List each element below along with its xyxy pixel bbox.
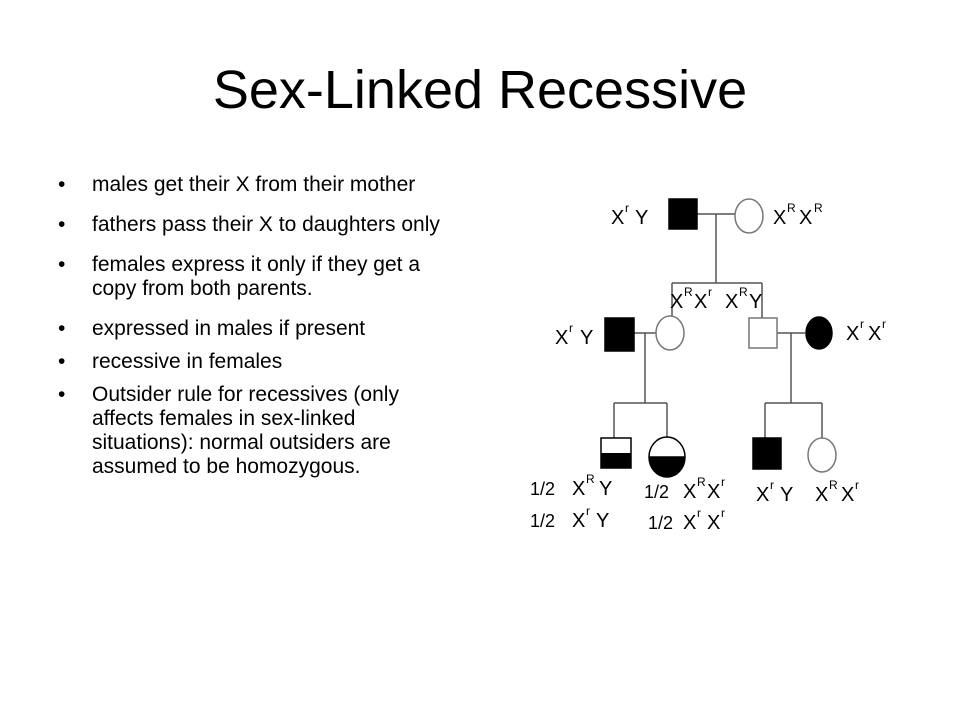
- bullet-text: females express it only if they get a co…: [92, 253, 420, 300]
- genotype-label-g3-daughter-b: 1/2 X r X r: [648, 500, 726, 534]
- bullet-dot: •: [58, 213, 66, 236]
- bullet-dot: •: [58, 317, 66, 340]
- bullet-dot: •: [58, 383, 66, 406]
- bullet-item: • Outsider rule for recessives (only aff…: [58, 383, 458, 479]
- genotype-label-g1-child1: X R X r: [670, 279, 713, 313]
- bullet-text: Outsider rule for recessives (only affec…: [92, 383, 399, 478]
- half-shaded-fill: [601, 453, 631, 468]
- genotype-label-g3-right-daughter: X R X r: [815, 472, 860, 506]
- carrier-female-symbol: [655, 315, 685, 351]
- genotype-label-g2-left-husband: X r Y: [555, 315, 593, 349]
- genotype-label-g3-right-son: X r Y: [756, 472, 793, 506]
- bullet-text: expressed in males if present: [92, 317, 366, 340]
- pedigree-lines: [613, 213, 823, 438]
- genotype-label-g2-right-wife: X r X r: [846, 311, 887, 345]
- genotype-label-g1-child2: X R Y: [725, 279, 762, 313]
- bullet-text: males get their X from their mother: [92, 173, 416, 196]
- genotype-label-g3-son-a: 1/2 X R Y: [530, 466, 612, 500]
- bullet-item: • recessive in females: [58, 350, 458, 374]
- genotype-label-g3-son-b: 1/2 X r Y: [530, 498, 609, 532]
- bullet-item: • fathers pass their X to daughters only: [58, 213, 458, 237]
- unaffected-female-symbol: [734, 198, 764, 234]
- bullet-dot: •: [58, 253, 66, 276]
- bullet-item: • females express it only if they get a …: [58, 253, 458, 301]
- genotype-label-g3-daughter-a: 1/2 X R X r: [644, 469, 726, 503]
- genotype-label-g1-father: X r Y: [611, 195, 648, 229]
- bullet-text: fathers pass their X to daughters only: [92, 213, 440, 236]
- unaffected-female-symbol: [807, 437, 837, 473]
- half-shaded-fill: [649, 457, 685, 477]
- bullet-dot: •: [58, 173, 66, 196]
- bullet-item: • expressed in males if present: [58, 317, 458, 341]
- bullet-list: • males get their X from their mother • …: [58, 173, 458, 495]
- unaffected-male-symbol: [748, 317, 778, 349]
- affected-male-symbol: [604, 317, 635, 352]
- affected-male-symbol: [668, 198, 698, 230]
- affected-male-symbol: [752, 437, 782, 470]
- bullet-dot: •: [58, 350, 66, 373]
- slide-title: Sex-Linked Recessive: [212, 60, 748, 120]
- bullet-item: • males get their X from their mother: [58, 173, 458, 197]
- affected-female-symbol: [805, 316, 833, 350]
- bullet-text: recessive in females: [92, 350, 283, 373]
- genotype-label-g1-mother: X R X R: [773, 195, 823, 229]
